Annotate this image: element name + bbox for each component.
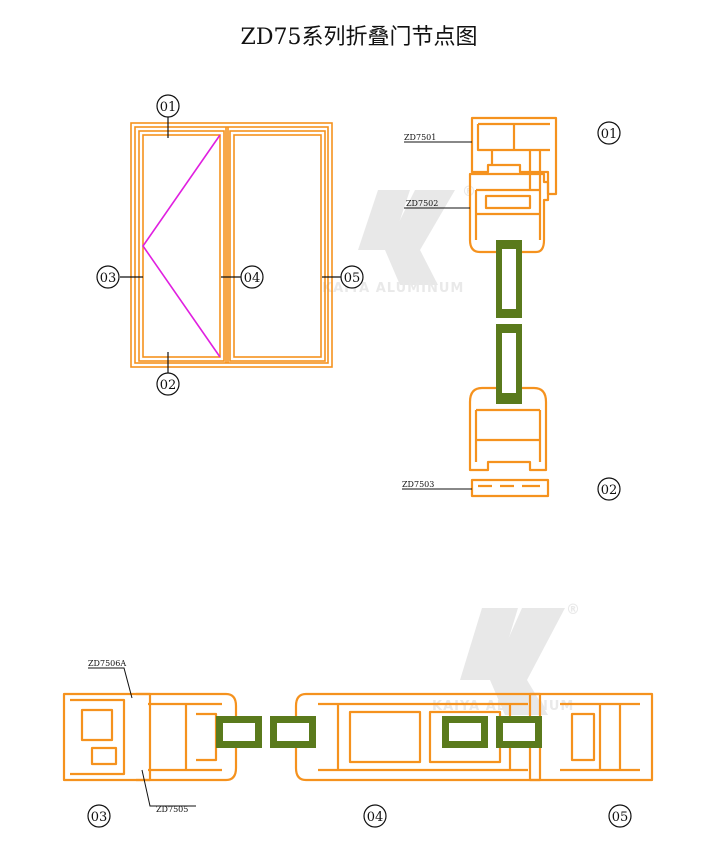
callout-05-section: 05 xyxy=(608,804,632,828)
callout-01-elevation: 01 xyxy=(156,94,180,118)
vertical-leaders xyxy=(402,141,472,490)
callout-02-label: 02 xyxy=(160,378,177,393)
callout-02-section-label: 02 xyxy=(601,483,618,498)
callout-04-section: 04 xyxy=(363,804,387,828)
callout-02-elevation: 02 xyxy=(156,372,180,396)
diagram-title: ZD75系列折叠门节点图 xyxy=(241,25,478,50)
swing-direction-line xyxy=(142,134,221,358)
callout-04-elevation: 04 xyxy=(240,265,264,289)
watermark-logo-bottom: KAIYA ALUMINUM ® xyxy=(432,602,581,715)
watermark-mark-bottom: ® xyxy=(566,602,581,618)
code-zd7506a: ZD7506A xyxy=(88,659,126,668)
callout-02-section: 02 xyxy=(597,477,621,501)
door-elevation xyxy=(130,122,333,368)
callout-03-section-label: 03 xyxy=(91,810,108,825)
elevation-callouts xyxy=(120,117,342,373)
horizontal-leaders xyxy=(88,667,196,807)
callout-04-section-label: 04 xyxy=(367,810,384,825)
callout-05-elevation: 05 xyxy=(340,265,364,289)
callout-04-label: 04 xyxy=(244,271,261,286)
callout-01-label: 01 xyxy=(160,100,177,115)
callout-03-label: 03 xyxy=(100,271,117,286)
code-zd7503: ZD7503 xyxy=(402,480,434,489)
vertical-section xyxy=(468,116,558,498)
callout-05-label: 05 xyxy=(344,271,361,286)
callout-01-section-label: 01 xyxy=(601,127,618,142)
vertical-glass xyxy=(496,240,522,404)
callout-03-section: 03 xyxy=(87,804,111,828)
code-zd7502: ZD7502 xyxy=(406,199,438,208)
code-zd7505: ZD7505 xyxy=(156,805,188,814)
callout-03-elevation: 03 xyxy=(96,265,120,289)
code-zd7501: ZD7501 xyxy=(404,133,436,142)
callout-01-section: 01 xyxy=(597,121,621,145)
callout-05-section-label: 05 xyxy=(612,810,629,825)
watermark-text-bottom: KAIYA ALUMINUM xyxy=(432,699,574,714)
horizontal-glass xyxy=(216,716,542,748)
